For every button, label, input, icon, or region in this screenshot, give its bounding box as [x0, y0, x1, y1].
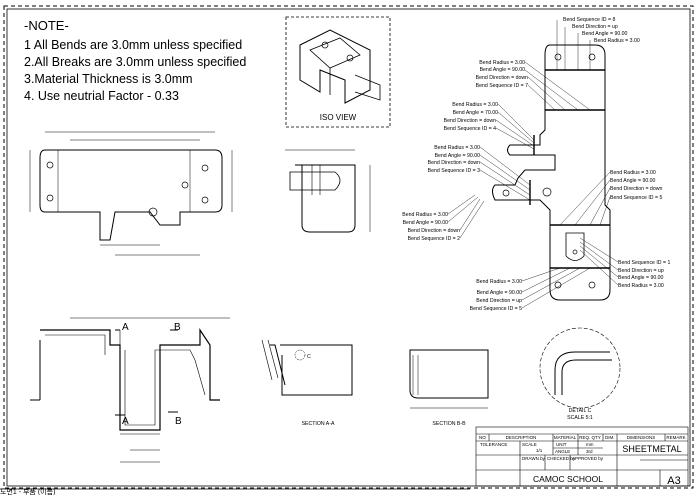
drawing-label: Bend Radius = 3.00 — [434, 145, 480, 151]
footer-text: 도면1 - 부품 (이름) — [0, 487, 55, 495]
drawing-label: MATERIAL — [554, 435, 577, 440]
drawing-label: CHECKED by — [547, 456, 576, 461]
bend-note-5a: Bend Radius = 3.00 Bend Angle = 90.00 Be… — [610, 170, 662, 201]
drawing-label: TOLERANCE — [480, 442, 507, 447]
drawing-label: Bend Angle = 90.00 — [582, 31, 628, 37]
drawing-label: Bend Radius = 3.00 — [594, 38, 640, 44]
note-2: 2.All Breaks are 3.0mm unless specified — [24, 55, 247, 69]
drawing-label: Bend Direction = down — [428, 160, 480, 166]
drawing-label: Bend Radius = 3.00 — [618, 283, 664, 289]
iso-view: ISO VIEW — [285, 16, 391, 128]
drawing-label: Bend Direction = up — [618, 268, 664, 274]
outer-dashed-border — [3, 5, 694, 489]
bend-note-3: Bend Radius = 3.00 Bend Angle = 90.00 Be… — [428, 145, 480, 174]
drawing-label: Bend Angle = 90.00 — [480, 67, 526, 73]
drawing-label: REQ. QTY — [579, 435, 601, 440]
bend-note-2: Bend Radius = 3.00 Bend Angle = 90.00 Be… — [402, 212, 460, 242]
drawing-label: APPROVED by — [572, 456, 604, 461]
drawing-label: Bend Angle = 90.00 — [618, 275, 664, 281]
bend-note-5b: Bend Radius = 3.00 Bend Angle = 90.00 Be… — [470, 279, 522, 312]
side-view — [285, 149, 371, 233]
drawing-label: Bend Radius = 3.00 — [476, 279, 522, 285]
detail-c: DETAIL C SCALE 5:1 — [539, 327, 621, 421]
cut-label-b-top: B — [174, 322, 181, 333]
drawing-label: 3rd — [586, 449, 593, 454]
cut-label-b-bottom: B — [175, 416, 182, 427]
section-a-a-label: SECTION A-A — [302, 421, 335, 427]
drawing-label: ANGLE — [555, 449, 570, 454]
section-b-b-label: SECTION B-B — [432, 421, 466, 427]
drawing-label: NO — [479, 435, 486, 440]
drawing-label: Bend Direction = down — [444, 118, 496, 124]
drawing-label: Bend Angle = 90.00 — [435, 153, 481, 159]
drawing-label: Bend Angle = 90.00 — [610, 178, 656, 184]
drawing-label: Bend Angle = 90.00 — [477, 290, 523, 296]
inner-border — [6, 8, 691, 487]
cut-label-a-bottom: A — [122, 416, 129, 427]
title-block: NO DESCRIPTION MATERIAL REQ. QTY DIM. DI… — [475, 426, 689, 487]
detail-c-scale: SCALE 5:1 — [567, 415, 593, 421]
drawing-label: Bend Direction = up — [572, 24, 618, 30]
drawing-label: DESCRIPTION — [506, 435, 537, 440]
detail-c-label: DETAIL C — [569, 408, 592, 414]
drawing-label: UNIT — [556, 442, 567, 447]
bend-notes: Bend Sequence ID = 8 Bend Direction = up… — [402, 17, 670, 312]
drawing-label: A3 — [667, 475, 680, 487]
drawing-label: REMARK — [666, 435, 685, 440]
iso-view-label: ISO VIEW — [320, 113, 357, 122]
section-a-a: C SECTION A-A — [261, 339, 353, 427]
note-4: 4. Use neutrial Factor - 0.33 — [24, 89, 179, 103]
drawing-label: Bend Direction = down — [476, 75, 528, 81]
drawing-label: DIM. — [605, 435, 615, 440]
drawing-label: CAMOC SCHOOL — [533, 474, 603, 484]
drawing-label: Bend Direction = down — [610, 186, 662, 192]
section-b-b: SECTION B-B — [409, 349, 489, 427]
drawing-label: Bend Radius = 3.00 — [479, 60, 525, 66]
drawing-label: Bend Sequence ID = 5 — [470, 306, 522, 312]
front-view: A B A B — [30, 317, 230, 463]
detail-mark-c: C — [307, 354, 311, 360]
drawing-label: Bend Sequence ID = 8 — [563, 17, 615, 23]
drawing-label: Bend Sequence ID = 7 — [476, 83, 528, 89]
drawing-label: Bend Radius = 3.00 — [402, 212, 448, 218]
drawing-label: SCALE — [522, 442, 537, 447]
bend-note-7: Bend Radius = 3.00 Bend Angle = 90.00 Be… — [476, 60, 528, 89]
drawing-label: Bend Angle = 90.00 — [403, 220, 449, 226]
drawing-label: SHEETMETAL — [622, 444, 681, 454]
drawing-label: Bend Direction = down — [408, 228, 460, 234]
note-3: 3.Material Thickness is 3.0mm — [24, 72, 193, 86]
top-view — [29, 131, 233, 256]
drawing-label: Bend Sequence ID = 1 — [618, 260, 670, 266]
drawing-label: Bend Angle = 70.00 — [453, 110, 499, 116]
bend-note-4: Bend Radius = 3.00 Bend Angle = 70.00 Be… — [444, 102, 498, 132]
drawing-label: Bend Direction = up — [476, 298, 522, 304]
drawing-label: Bend Sequence ID = 5 — [610, 195, 662, 201]
bend-note-8: Bend Sequence ID = 8 Bend Direction = up… — [563, 17, 640, 44]
drawing-label: Bend Radius = 3.00 — [452, 102, 498, 108]
cut-label-a-top: A — [122, 322, 129, 333]
bend-note-1: Bend Sequence ID = 1 Bend Direction = up… — [618, 260, 670, 289]
note-1: 1 All Bends are 3.0mm unless specified — [24, 38, 243, 52]
drawing-label: DRAWN by — [522, 456, 546, 461]
drawing-label: Bend Sequence ID = 2 — [408, 236, 460, 242]
drawing-label: DIMENSIONS — [627, 435, 656, 440]
drawing-label: Bend Sequence ID = 4 — [444, 126, 496, 132]
notes-title: -NOTE- — [24, 18, 69, 33]
drawing-label: Bend Sequence ID = 3 — [428, 168, 480, 174]
drawing-label: mm — [586, 442, 594, 447]
drawing-label: Bend Radius = 3.00 — [610, 170, 656, 176]
drawing-label: 1/1 — [536, 448, 543, 453]
